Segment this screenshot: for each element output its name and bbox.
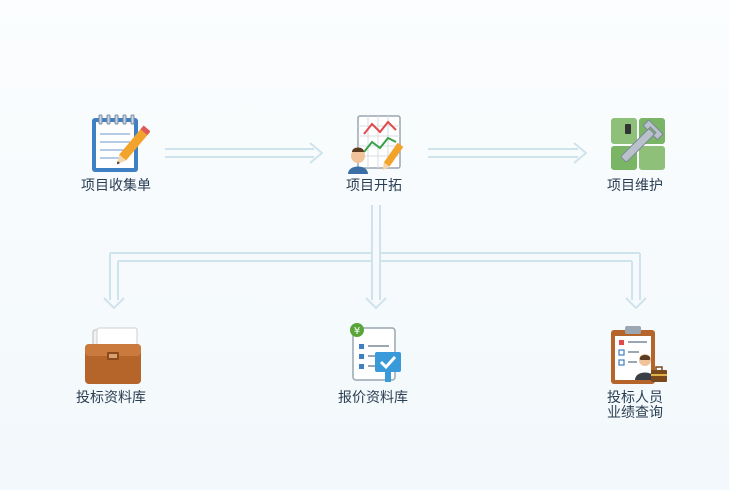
node-project-maintenance[interactable]: 项目维护 xyxy=(580,110,690,200)
node-label: 报价资料库 xyxy=(338,390,408,406)
node-project-collection[interactable]: 项目收集单 xyxy=(61,110,171,200)
node-label: 投标资料库 xyxy=(76,390,146,406)
svg-text:¥: ¥ xyxy=(354,326,360,337)
arrow-collect-to-develop xyxy=(165,148,314,158)
chart-person-icon xyxy=(348,115,404,174)
node-label: 项目维护 xyxy=(607,178,663,194)
node-project-development[interactable]: 项目开拓 xyxy=(319,110,429,200)
arrow-develop-to-maintain xyxy=(428,148,578,158)
node-label-line1: 投标人员 xyxy=(607,390,663,406)
node-bidder-performance[interactable]: 投标人员 业绩查询 xyxy=(580,320,690,421)
node-label: 项目开拓 xyxy=(346,178,402,194)
wrench-blocks-icon xyxy=(611,118,665,170)
briefcase-icon xyxy=(85,327,141,384)
branch-bar xyxy=(110,252,640,262)
price-checklist-icon: ¥ xyxy=(350,323,401,382)
clipboard-person-icon xyxy=(611,326,667,384)
arrow-to-quote-docs xyxy=(371,253,381,300)
node-label: 项目收集单 xyxy=(81,178,151,194)
trunk-from-develop xyxy=(371,205,381,253)
node-bid-documents[interactable]: 投标资料库 xyxy=(56,320,166,410)
node-quote-documents[interactable]: ¥ 报价资料库 xyxy=(318,320,428,410)
node-label-line2: 业绩查询 xyxy=(607,405,663,421)
arrow-to-bid-docs xyxy=(109,253,119,300)
notepad-pencil-icon xyxy=(92,114,150,172)
arrow-to-bidder xyxy=(631,253,641,300)
